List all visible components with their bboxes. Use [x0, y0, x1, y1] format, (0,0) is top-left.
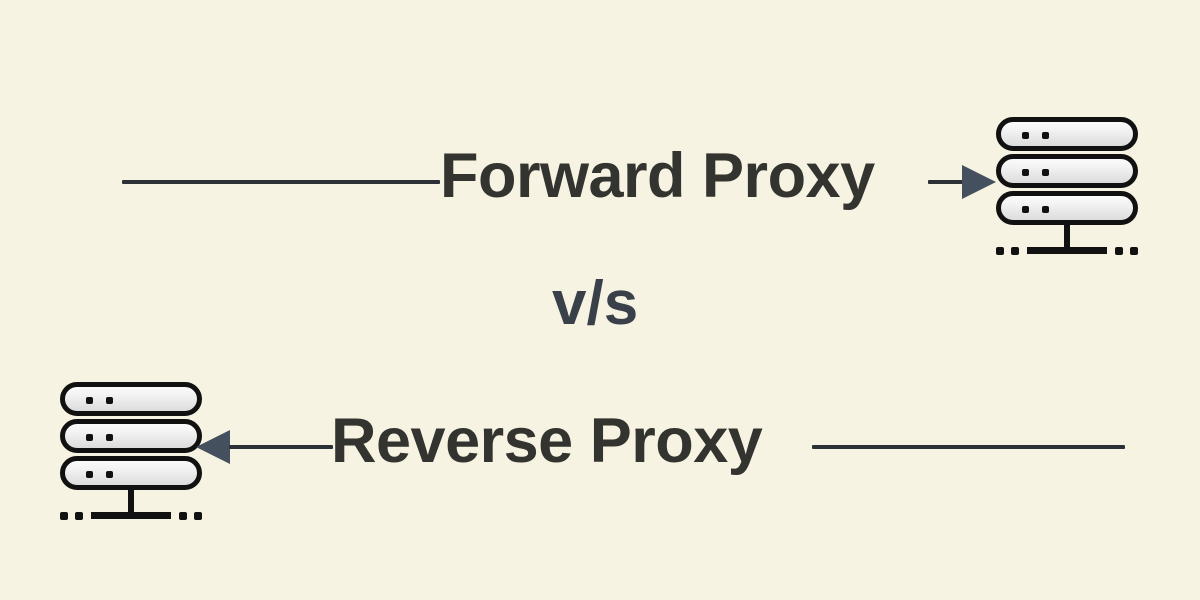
- server-led-dot: [106, 471, 113, 478]
- forward-proxy-line-left: [122, 180, 440, 184]
- server-base: [91, 512, 171, 519]
- server-led-dot: [86, 434, 93, 441]
- server-led-dot: [1022, 169, 1029, 176]
- server-unit: [996, 191, 1138, 225]
- server-led-dot: [1042, 132, 1049, 139]
- server-unit: [996, 117, 1138, 151]
- forward-proxy-line-right: [928, 180, 968, 184]
- server-unit: [60, 382, 202, 416]
- server-unit: [60, 456, 202, 490]
- server-led-dot: [106, 434, 113, 441]
- forward-proxy-arrowhead-right-icon: [962, 165, 996, 199]
- server-base-dot: [1115, 247, 1123, 255]
- reverse-proxy-label: Reverse Proxy: [331, 406, 763, 476]
- reverse-proxy-arrowhead-left-icon: [196, 430, 230, 464]
- forward-proxy-server-icon: [996, 117, 1138, 257]
- server-base-dot: [60, 512, 68, 520]
- server-unit: [60, 419, 202, 453]
- reverse-proxy-line-right: [812, 445, 1125, 449]
- versus-label: v/s: [552, 269, 639, 338]
- server-base-dot: [1130, 247, 1138, 255]
- server-base-dot: [996, 247, 1004, 255]
- forward-proxy-label: Forward Proxy: [440, 141, 875, 211]
- server-base-dot: [194, 512, 202, 520]
- server-led-dot: [1042, 169, 1049, 176]
- server-base: [1027, 247, 1107, 254]
- server-base-dot: [75, 512, 83, 520]
- server-base-dot: [1011, 247, 1019, 255]
- server-led-dot: [1022, 132, 1029, 139]
- server-led-dot: [106, 397, 113, 404]
- server-stem: [1064, 223, 1070, 249]
- server-stem: [128, 488, 134, 514]
- server-unit: [996, 154, 1138, 188]
- server-base-dot: [179, 512, 187, 520]
- server-led-dot: [86, 397, 93, 404]
- reverse-proxy-server-icon: [60, 382, 202, 522]
- reverse-proxy-line-left: [229, 445, 333, 449]
- server-led-dot: [86, 471, 93, 478]
- server-led-dot: [1042, 206, 1049, 213]
- server-led-dot: [1022, 206, 1029, 213]
